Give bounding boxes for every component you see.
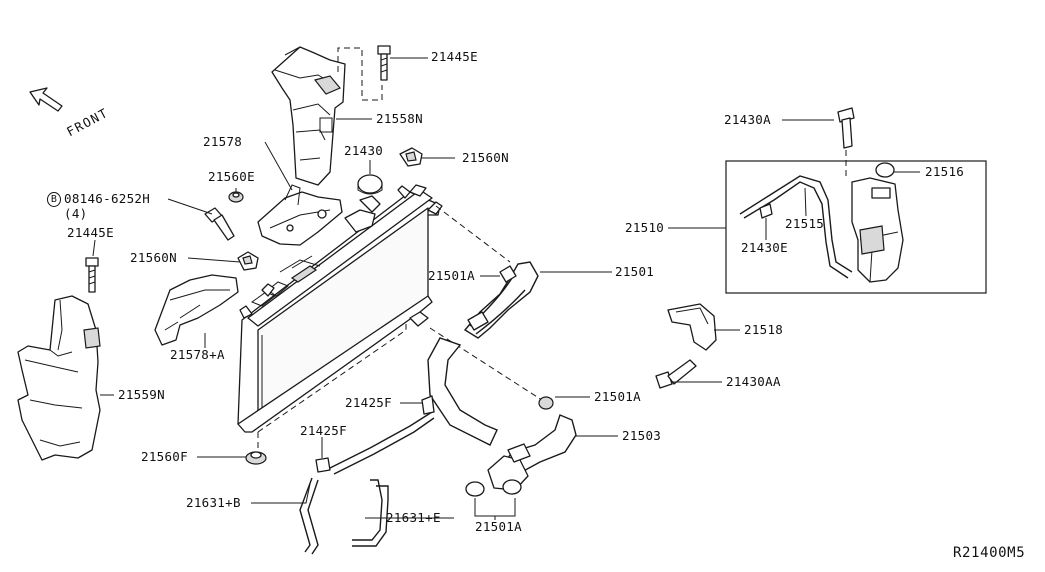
clip-21560n-left <box>237 251 259 271</box>
callout-21425f-lower: 21425F <box>300 423 347 438</box>
callout-21501: 21501 <box>615 264 655 279</box>
overflow-hose-21631b <box>299 477 319 555</box>
callout-21578a: 21578+A <box>170 347 225 362</box>
callout-21560n-left: 21560N <box>130 250 177 265</box>
bolt-21430aa <box>655 359 697 389</box>
bolt-21445e-left <box>85 257 99 293</box>
callout-21501a-mid: 21501A <box>594 389 641 404</box>
filler-neck-detail <box>344 195 381 233</box>
callout-21578: 21578 <box>203 134 243 149</box>
reservoir-tank-21510 <box>851 162 904 283</box>
overflow-hose-21425f <box>315 395 435 475</box>
callout-08146-qty: (4) <box>64 206 88 221</box>
callout-21510: 21510 <box>625 220 665 235</box>
bracket-21578a-part <box>154 274 239 346</box>
callout-21445e-left: 21445E <box>67 225 114 240</box>
bracket-21518-part <box>667 303 717 351</box>
callout-08146-6252h: 08146-6252H <box>64 191 151 206</box>
bracket-21578-part <box>257 184 343 246</box>
bolt-08146-6252h <box>204 207 235 241</box>
upper-air-guide-part <box>271 46 346 186</box>
guide-bolt-dash <box>337 47 383 101</box>
clamp-21501a-mid <box>538 396 554 410</box>
grommet-21560f <box>245 451 267 465</box>
grommet-21560e <box>228 191 244 203</box>
radiator-cap-21430 <box>357 174 383 195</box>
callout-21516: 21516 <box>925 164 965 179</box>
callout-21631b: 21631+B <box>186 495 241 510</box>
callout-21445e-top: 21445E <box>431 49 478 64</box>
upper-hose-21501 <box>463 261 539 339</box>
bolt-21445e-top <box>377 45 391 81</box>
reservoir-hose-21515 <box>739 175 853 279</box>
callout-21518: 21518 <box>744 322 784 337</box>
callout-21430: 21430 <box>344 143 384 158</box>
reservoir-clip-21430e <box>759 203 773 219</box>
callout-21430aa: 21430AA <box>726 374 781 389</box>
leader-lines <box>92 57 920 520</box>
lower-air-guide-part <box>17 295 101 461</box>
callout-21631e: 21631+E <box>386 510 441 525</box>
lower-hose-21503 <box>427 337 577 497</box>
radiator-dash-3 <box>435 205 511 263</box>
diagram-reference-code: R21400M5 <box>953 545 1026 561</box>
radiator-dash-4 <box>429 327 546 403</box>
clamp-21501a-upper <box>499 265 517 283</box>
radiator-core-part <box>237 184 443 433</box>
callout-21425f-upper: 21425F <box>345 395 392 410</box>
callout-08146-prefix: B <box>47 192 61 207</box>
clip-21560n-top <box>399 147 423 167</box>
bolt-21430a <box>837 107 855 149</box>
callout-21503: 21503 <box>622 428 662 443</box>
overflow-hose-21631e <box>352 479 389 547</box>
callout-21559n: 21559N <box>118 387 165 402</box>
callout-21560f: 21560F <box>141 449 188 464</box>
radiator-dash-2 <box>257 324 407 433</box>
reservoir-tank-box <box>725 160 987 294</box>
callout-21430e: 21430E <box>741 240 788 255</box>
callout-21501a-lower: 21501A <box>475 519 522 534</box>
callout-21560n-top: 21560N <box>462 150 509 165</box>
callout-21560e: 21560E <box>208 169 255 184</box>
callout-21558n: 21558N <box>376 111 423 126</box>
front-arrow-icon <box>29 87 63 112</box>
callout-21515: 21515 <box>785 216 825 231</box>
callout-21501a-upper: 21501A <box>428 268 475 283</box>
callout-21430a: 21430A <box>724 112 771 127</box>
